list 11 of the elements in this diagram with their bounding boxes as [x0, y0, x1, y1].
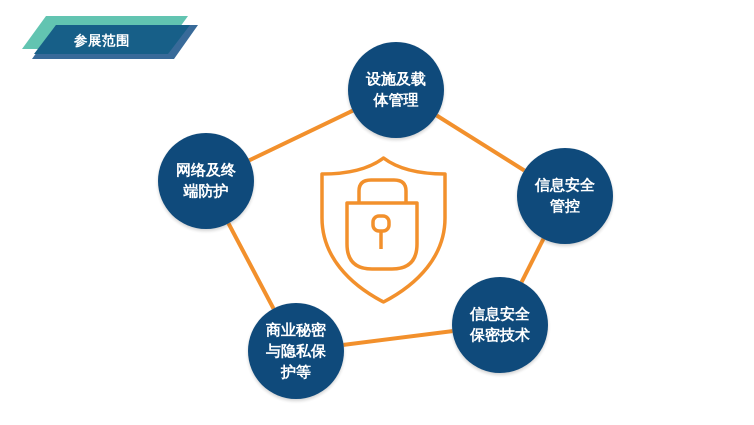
connector-line	[226, 222, 276, 310]
connector-line	[343, 329, 453, 347]
topic-text: 信息安全管控	[534, 175, 596, 217]
title: 参展范围	[74, 32, 130, 50]
connector-line	[248, 108, 354, 162]
connector-line	[520, 238, 546, 283]
connector-line	[436, 114, 526, 172]
topic-text: 信息安全保密技术	[468, 304, 531, 346]
topic-text: 商业秘密与隐私保护等	[265, 320, 327, 382]
topic-text: 设施及载体管理	[364, 69, 427, 111]
topic-text: 网络及终端防护	[175, 160, 237, 202]
